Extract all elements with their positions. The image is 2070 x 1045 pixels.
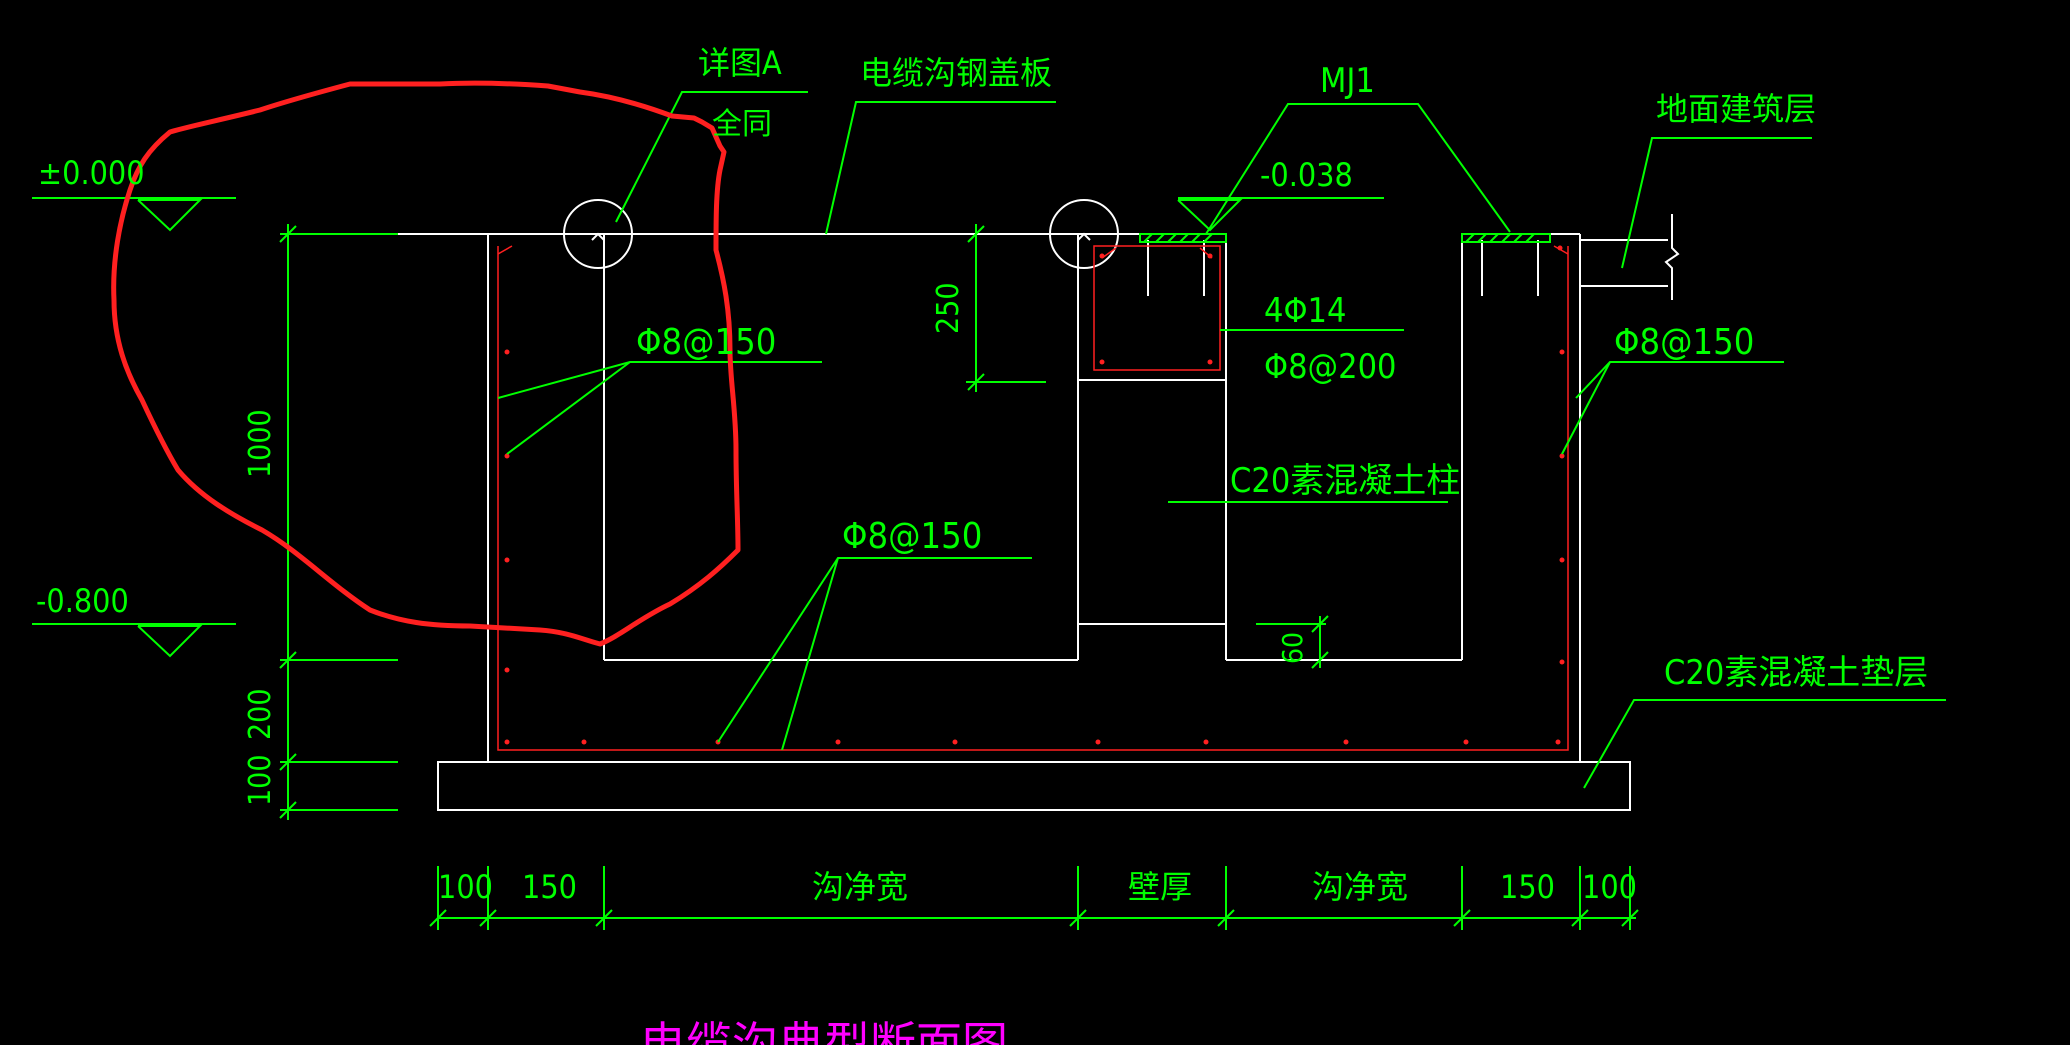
label-ground-layer: 地面建筑层 — [1656, 90, 1816, 128]
main-rebar-loop — [497, 246, 1569, 751]
label-same: 全同 — [712, 107, 772, 142]
elevation-triangle-800 — [137, 625, 203, 658]
beam-stirrup — [1093, 245, 1221, 371]
dim-1000: 1000 — [243, 409, 278, 478]
dim-wall-thickness: 壁厚 — [1128, 868, 1192, 906]
label-mj1: MJ1 — [1320, 61, 1375, 101]
dim-trench-width-right: 沟净宽 — [1312, 868, 1408, 906]
angle-mark-left — [591, 232, 605, 241]
label-elevation-038: -0.038 — [1260, 156, 1353, 194]
label-stirrup: Φ8@200 — [1264, 347, 1397, 387]
label-pile: C20素混凝土柱 — [1230, 461, 1460, 501]
detail-callout-circle-right — [1049, 199, 1119, 269]
dim-150-right: 150 — [1500, 868, 1555, 906]
leader-mj1 — [1205, 103, 1511, 235]
elevation-triangle-zero — [137, 199, 203, 232]
label-detail-a: 详图A — [698, 44, 782, 82]
label-elevation-800: -0.800 — [36, 582, 129, 620]
leader-ground-layer — [1621, 137, 1812, 269]
dim-100-vertical: 100 — [243, 754, 278, 806]
label-cushion: C20素混凝土垫层 — [1664, 653, 1928, 693]
dim-250: 250 — [931, 282, 966, 334]
dim-100-right: 100 — [1582, 868, 1637, 906]
leader-detail-a — [615, 91, 808, 223]
dim-60: 60 — [1276, 632, 1309, 664]
dim-trench-width-left: 沟净宽 — [812, 868, 908, 906]
label-rebar-right: Φ8@150 — [1614, 322, 1754, 363]
label-elevation-zero: ±0.000 — [38, 154, 145, 192]
cover-plate-left — [1139, 233, 1227, 243]
cover-plates — [1139, 233, 1551, 243]
dim-200: 200 — [243, 688, 278, 740]
break-line-symbol — [1664, 214, 1680, 300]
elevation-triangle-038 — [1177, 199, 1243, 232]
detail-callout-circle-left — [563, 199, 633, 269]
drawing-text: 详图A 全同 电缆沟钢盖板 MJ1 地面建筑层 ±0.000 -0.038 -0… — [36, 44, 1928, 1045]
red-markup-cloud — [111, 80, 741, 647]
label-cover-plate: 电缆沟钢盖板 — [860, 54, 1052, 92]
angle-mark-right — [1077, 232, 1091, 241]
dim-100-left: 100 — [438, 868, 493, 906]
drawing-title: 电缆沟典型断面图 — [640, 1017, 1008, 1045]
label-rebar-left: Φ8@150 — [636, 322, 776, 363]
annotation-lines — [32, 91, 1946, 930]
cover-plate-right — [1461, 233, 1551, 243]
label-rebar-bottom: Φ8@150 — [842, 516, 982, 557]
label-beam-bars: 4Φ14 — [1264, 291, 1346, 331]
leader-cover-plate — [825, 101, 1056, 235]
leader-cushion — [1583, 699, 1946, 789]
cushion-layer — [437, 761, 1631, 811]
dim-150-left: 150 — [522, 868, 577, 906]
